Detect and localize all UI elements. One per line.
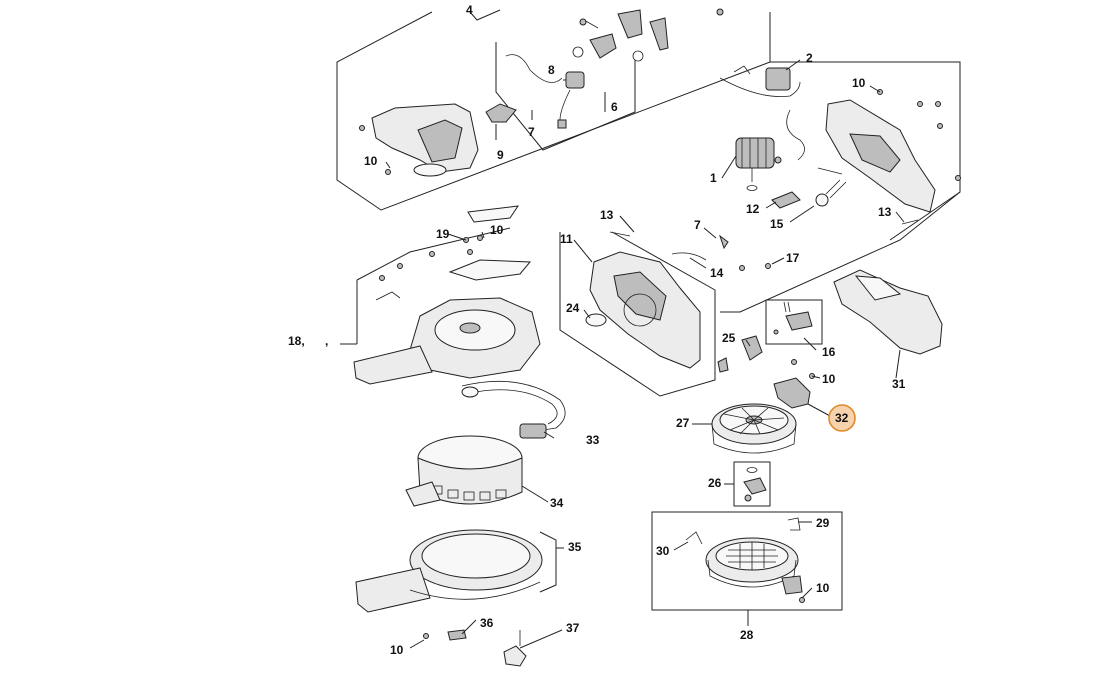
assembly-frames bbox=[336, 9, 961, 611]
callout-16: 16 bbox=[822, 345, 836, 359]
callout-15: 15 bbox=[770, 217, 784, 231]
callout-13b: 13 bbox=[878, 205, 892, 219]
callout-36: 36 bbox=[480, 616, 494, 630]
callout-33: 33 bbox=[586, 433, 600, 447]
callout-19: 19 bbox=[436, 227, 450, 241]
callout-37: 37 bbox=[566, 621, 580, 635]
callout-26: 26 bbox=[708, 476, 722, 490]
callout-4: 4 bbox=[466, 3, 473, 17]
callout-12: 12 bbox=[746, 202, 760, 216]
callout-17: 17 bbox=[786, 251, 800, 265]
callout-10e: 10 bbox=[816, 581, 830, 595]
callout-labels: 4 8 6 7 9 10 2 10 1 12 15 13 13 7 19 10 … bbox=[288, 3, 906, 657]
leader-lines bbox=[385, 59, 905, 649]
callout-14: 14 bbox=[710, 266, 724, 280]
callout-24: 24 bbox=[566, 301, 580, 315]
callout-29: 29 bbox=[816, 516, 830, 530]
callout-8: 8 bbox=[548, 63, 555, 77]
callout-7b: 7 bbox=[694, 218, 701, 232]
callout-10f: 10 bbox=[390, 643, 404, 657]
callout-6: 6 bbox=[611, 100, 618, 114]
callout-13a: 13 bbox=[600, 208, 614, 222]
callout-35: 35 bbox=[568, 540, 582, 554]
highlight-marker-32[interactable] bbox=[828, 404, 856, 432]
callout-34: 34 bbox=[550, 496, 564, 510]
callout-10b: 10 bbox=[852, 76, 866, 90]
callout-25: 25 bbox=[722, 331, 736, 345]
callout-7a: 7 bbox=[528, 125, 535, 139]
callout-9: 9 bbox=[497, 148, 504, 162]
callout-18-separator: , bbox=[325, 334, 328, 348]
part-shapes bbox=[353, 8, 961, 667]
callout-18: 18, bbox=[288, 334, 305, 348]
callout-10a: 10 bbox=[364, 154, 378, 168]
callout-10c: 10 bbox=[490, 223, 504, 237]
callout-28: 28 bbox=[740, 628, 754, 642]
callout-2: 2 bbox=[806, 51, 813, 65]
callout-32[interactable]: 32 bbox=[835, 411, 849, 425]
callout-30: 30 bbox=[656, 544, 670, 558]
callout-1: 1 bbox=[710, 171, 717, 185]
callout-27: 27 bbox=[676, 416, 690, 430]
callout-11: 11 bbox=[560, 232, 573, 246]
callout-31: 31 bbox=[892, 377, 906, 391]
callout-10d: 10 bbox=[822, 372, 836, 386]
